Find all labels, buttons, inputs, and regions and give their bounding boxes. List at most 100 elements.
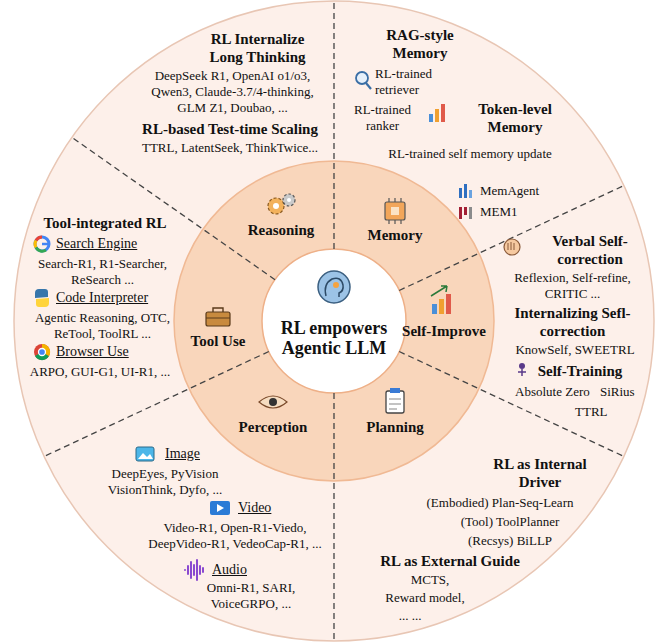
method-list: Reward model,: [370, 590, 480, 606]
clipboard-icon: [390, 388, 400, 393]
category-segment: Self-Improve: [401, 323, 487, 340]
sector-panel: RAG-style MemoryRL-trained retrieverRL-t…: [345, 26, 570, 220]
audio-icon: [185, 560, 203, 580]
method-name: MemAgent: [480, 183, 560, 199]
toolbox-icon: [213, 308, 223, 312]
image-icon: [136, 447, 154, 461]
python-icon: [35, 289, 48, 298]
category-segment: Planning: [352, 419, 438, 436]
memagent-logo: [464, 184, 467, 198]
sector-panel: RL as Internal Driver (Embodied) Plan-Seq…: [360, 455, 590, 624]
category-segment: Perception: [230, 419, 316, 436]
agent-head-icon: [325, 278, 343, 297]
section-heading: RL-based Test-time Scaling: [130, 120, 330, 138]
method-list: ... ...: [360, 608, 460, 624]
clipboard-icon: [386, 388, 404, 413]
category-label: Planning: [352, 419, 438, 436]
gear-icon: [273, 203, 279, 209]
method-list: SiRius: [600, 384, 645, 400]
outer-disc: [14, 1, 654, 641]
section-heading: RL Internalize Long Thinking: [195, 30, 320, 66]
magnifier-icon: [356, 72, 371, 89]
trainer-icon: [518, 369, 526, 376]
method-list: RL-trained ranker: [345, 102, 420, 134]
gear-icon: [283, 194, 295, 206]
method-list: (Embodied) Plan-Seq-Learn: [410, 495, 590, 511]
agent-head-icon: [318, 271, 350, 303]
category-segment: Tool Use: [175, 333, 261, 350]
subsection-label: Audio: [212, 562, 272, 578]
category-label: Reasoning: [238, 222, 324, 239]
memagent-logo: [459, 188, 462, 198]
subsection-label: Browser Use: [56, 344, 166, 360]
section-heading: RL as External Guide: [370, 552, 530, 570]
section-heading: RL as Internal Driver: [490, 455, 590, 491]
outer-disc: [14, 1, 654, 641]
eye-icon: [269, 398, 277, 406]
agent-head-icon: [333, 282, 339, 288]
toolbox-icon: [206, 312, 230, 326]
method-list: TTRL, LatentSeek, ThinkTwice...: [130, 140, 330, 156]
mit-logo: [464, 207, 467, 215]
subsection-label: Image: [165, 446, 225, 462]
category-label: Perception: [230, 419, 316, 436]
method-list: Video-R1, Open-R1-Viedo, DeepVideo-R1, V…: [140, 520, 330, 552]
image-icon: [138, 453, 153, 459]
category-segment: Reasoning: [238, 222, 324, 239]
chip-icon: [385, 198, 405, 224]
method-list: Search-R1, R1-Searcher, ReSearch ...: [25, 256, 180, 288]
category-label: Self-Improve: [401, 323, 487, 340]
self-improve-icon: [432, 304, 437, 314]
sector-divider: [333, 393, 334, 640]
center-disc: [262, 249, 406, 393]
magnifier-icon: [356, 72, 368, 84]
hand-icon: [504, 239, 520, 255]
method-list: MCTS,: [380, 572, 480, 588]
section-heading: RAG-style Memory: [370, 26, 470, 62]
method-list: RL-trained self memory update: [370, 146, 570, 162]
subsection-label: Code Interpreter: [56, 290, 176, 306]
method-list: ARPO, GUI-G1, UI-R1, ...: [25, 364, 175, 380]
self-improve-icon: [431, 286, 451, 314]
sector-divider: [333, 2, 334, 249]
trainer-icon: [519, 363, 525, 369]
method-list: Absolute Zero: [515, 384, 605, 400]
sector-panel: Tool-integrated RLSearch EngineSearch-R1…: [25, 214, 180, 380]
chrome-icon: [34, 344, 50, 360]
method-list: TTRL: [575, 404, 625, 420]
chip-icon: [385, 202, 405, 220]
method-list: Agentic Reasoning, OTC, ReTool, ToolRL .…: [25, 310, 180, 342]
google-icon: [35, 237, 49, 251]
google-icon: [34, 241, 38, 248]
agent-head-icon: [318, 271, 350, 303]
self-improve-icon: [439, 299, 444, 314]
self-improve-icon: [446, 294, 451, 314]
memagent-logo: [459, 184, 472, 198]
hand-icon: [508, 242, 514, 250]
sector-panel: RL Internalize Long ThinkingDeepSeek R1,…: [130, 30, 330, 156]
google-icon: [35, 237, 49, 251]
gear-icon: [268, 198, 284, 214]
magnifier-icon: [366, 83, 371, 89]
audio-icon: [185, 560, 203, 580]
google-icon: [36, 248, 46, 252]
section-heading: Tool-integrated RL: [40, 214, 170, 232]
center-disc: [262, 249, 406, 393]
eye-icon: [259, 396, 287, 408]
section-heading: Verbal Self-correction: [530, 232, 650, 268]
center-title: RL empowers Agentic LLM: [274, 318, 394, 358]
section-heading: Token-level Memory: [460, 100, 570, 136]
self-improve-icon: [431, 286, 447, 296]
ranking-bars-icon: [435, 109, 439, 122]
mit-logo: [469, 207, 472, 219]
center-hub: RL empowers Agentic LLM: [274, 318, 394, 358]
clipboard-icon: [386, 391, 404, 413]
toolbox-icon: [206, 318, 230, 319]
clipboard-icon: [389, 399, 401, 409]
video-icon: [217, 504, 224, 512]
category-label: Memory: [352, 227, 438, 244]
method-list: KnowSelf, SWEETRL: [500, 342, 650, 358]
google-icon: [42, 243, 49, 246]
trainer-icon: [518, 363, 526, 376]
video-icon: [210, 501, 230, 515]
